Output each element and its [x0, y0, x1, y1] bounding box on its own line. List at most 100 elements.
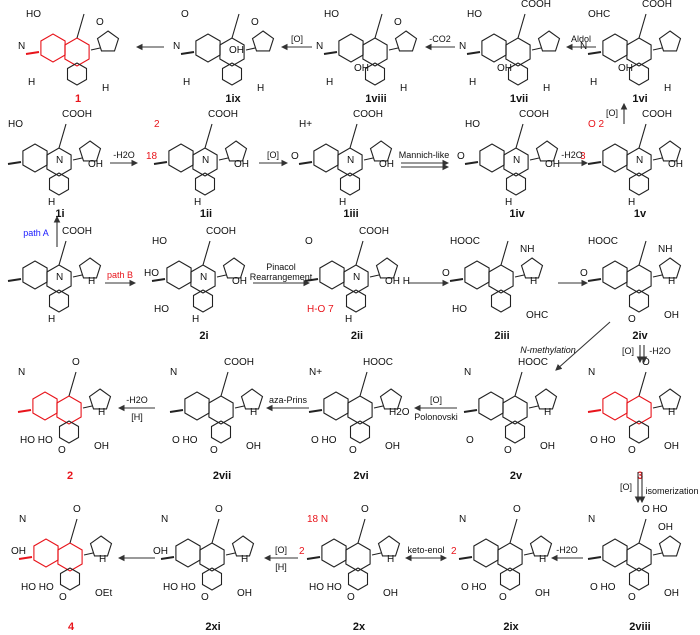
- bond: [180, 51, 195, 55]
- ring: [190, 264, 216, 294]
- ring: [192, 289, 214, 313]
- atom-label: HO: [467, 9, 482, 20]
- ring: [478, 391, 504, 421]
- reagent-o: [O]: [429, 395, 443, 405]
- molecule-skeleton: [169, 371, 264, 444]
- atom-label: COOH: [206, 226, 236, 237]
- molecule-skeleton: [466, 13, 561, 86]
- reagent-h2o: -H2O: [556, 545, 578, 555]
- ring: [194, 172, 216, 196]
- bond: [169, 409, 184, 413]
- bond: [371, 552, 382, 556]
- bond: [298, 161, 313, 165]
- atom-label: H2O: [389, 407, 410, 418]
- ring: [208, 395, 234, 425]
- ring: [347, 567, 369, 591]
- bond: [211, 518, 220, 544]
- atom-label: COOH: [62, 109, 92, 120]
- molecule-skeleton: [587, 371, 682, 444]
- bond: [463, 409, 478, 413]
- atom-label: N: [18, 367, 26, 378]
- bond: [359, 371, 368, 397]
- bond: [369, 274, 380, 278]
- atom-label: O: [305, 236, 313, 247]
- atom-label: COOH: [62, 226, 92, 237]
- atom-label: OHC: [526, 310, 549, 321]
- ring: [345, 542, 371, 572]
- ring: [57, 542, 83, 572]
- atom-label: OHC: [588, 9, 611, 20]
- atom-label: O 2: [588, 119, 605, 130]
- reagent-o: [O]: [266, 150, 280, 160]
- label-path-b: path B: [106, 270, 134, 280]
- ring: [464, 260, 490, 290]
- ring: [222, 257, 246, 279]
- molecule-skeleton: [463, 371, 558, 444]
- molecule-skeleton: [464, 123, 559, 196]
- atom-label: HO HO: [20, 435, 53, 446]
- atom-label: O: [59, 592, 67, 603]
- bond: [523, 552, 534, 556]
- atom-label: H: [194, 197, 202, 208]
- atom-label: COOH: [519, 109, 549, 120]
- bond: [204, 123, 213, 149]
- compound-label: 1ix: [225, 93, 241, 105]
- ring: [499, 567, 521, 591]
- bond: [638, 371, 647, 397]
- bond: [7, 161, 22, 165]
- ring: [78, 140, 102, 162]
- ring: [48, 172, 70, 196]
- ring: [626, 395, 652, 425]
- atom-label: H: [505, 197, 513, 208]
- ring: [32, 391, 58, 421]
- atom-label: O: [72, 357, 80, 368]
- ring: [534, 388, 558, 410]
- atom-label: COOH: [208, 109, 238, 120]
- reagent-co2: -CO2: [429, 34, 451, 44]
- molecule-skeleton: [18, 518, 113, 591]
- reagent-h: [H]: [275, 562, 287, 572]
- arrow: [555, 321, 611, 371]
- bond: [82, 405, 93, 409]
- atom-label: O HO: [590, 582, 616, 593]
- reagent-h2o: -H2O: [126, 395, 148, 405]
- ring: [626, 542, 652, 572]
- atom-label: OH: [497, 63, 512, 74]
- atom-label: H: [668, 407, 676, 418]
- compound-label: 2ix: [503, 621, 519, 633]
- atom-label: COOH: [642, 0, 672, 10]
- bond: [355, 240, 364, 266]
- bond: [373, 405, 384, 409]
- reagent-o: [O]: [290, 34, 304, 44]
- compound-label: 1ii: [199, 208, 213, 220]
- compound-label: 4: [67, 621, 75, 633]
- molecule-skeleton: [25, 13, 120, 86]
- atom-label: H: [668, 276, 676, 287]
- atom-label: H: [183, 77, 191, 88]
- atom-label: OH H: [385, 276, 410, 287]
- ring: [345, 289, 367, 313]
- ring: [602, 33, 628, 63]
- compound-label: 1viii: [365, 93, 387, 105]
- bond: [76, 13, 85, 39]
- atom-label: N: [513, 155, 521, 166]
- ring: [323, 391, 349, 421]
- ring: [339, 172, 361, 196]
- atom-label: HO: [144, 268, 159, 279]
- bond: [245, 47, 256, 51]
- atom-label: NH: [520, 244, 535, 255]
- bond: [517, 13, 526, 39]
- ring: [658, 140, 682, 162]
- ring: [658, 257, 682, 279]
- bond: [458, 556, 473, 560]
- atom-label: O HO: [461, 582, 487, 593]
- bond: [18, 556, 33, 560]
